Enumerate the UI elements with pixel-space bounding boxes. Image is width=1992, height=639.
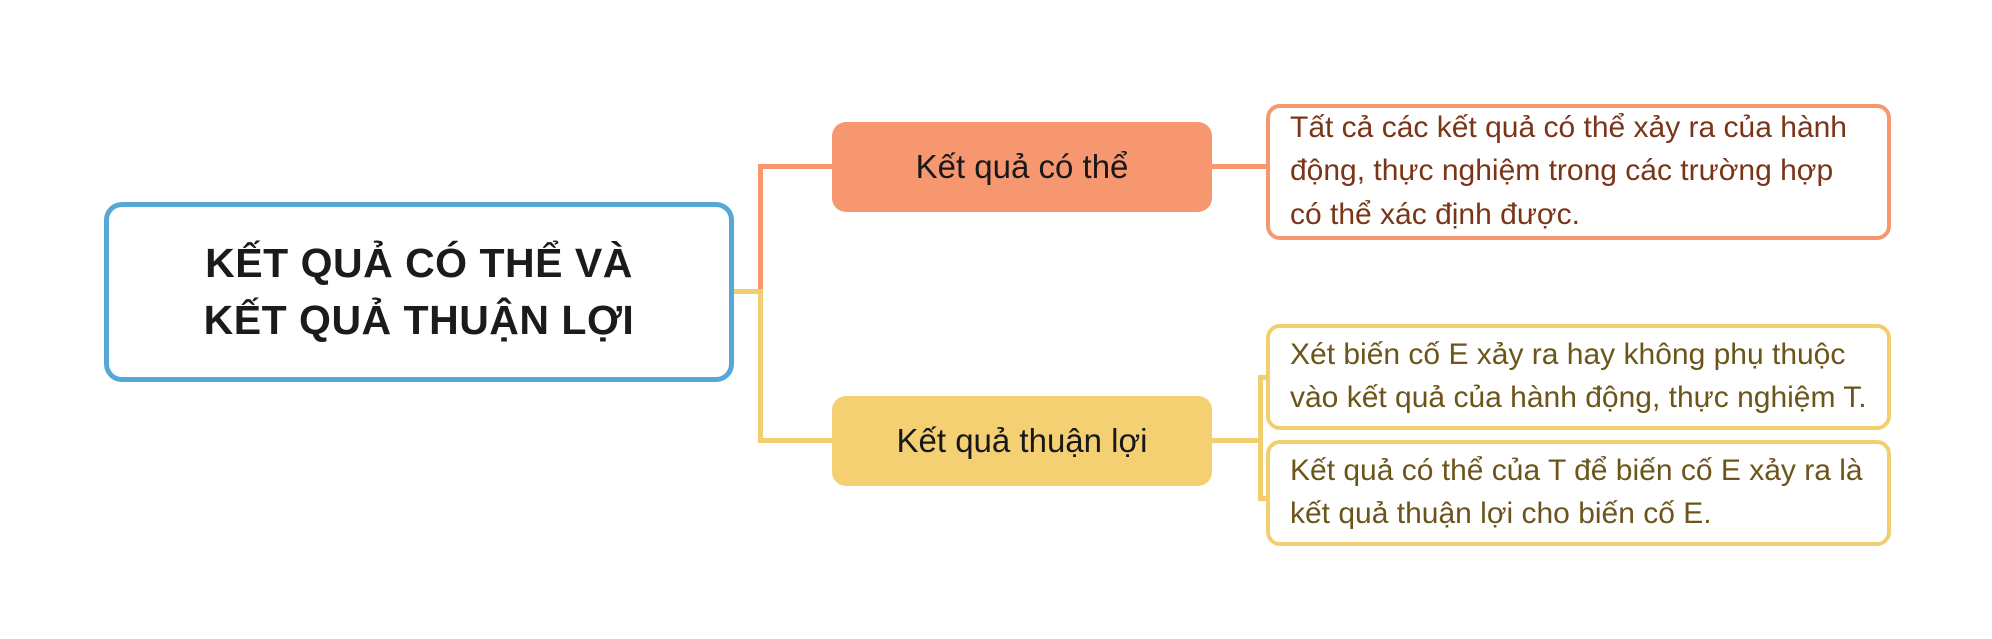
connector-orange-branch-link [758,164,836,169]
connector-orange-spine [758,166,763,292]
leaf-card-ket-qua-thuan-loi-1[interactable]: Xét biến cố E xảy ra hay không phụ thuộc… [1266,324,1891,430]
connector-yellow-branch-link [758,438,836,443]
branch-node-ket-qua-co-the[interactable]: Kết quả có thể [832,122,1212,212]
leaf-card-text: Xét biến cố E xảy ra hay không phụ thuộc… [1290,337,1867,414]
leaf-card-ket-qua-co-the-1[interactable]: Tất cả các kết quả có thể xảy ra của hàn… [1266,104,1891,240]
branch-node-label: Kết quả có thể [915,148,1129,186]
branch-node-label: Kết quả thuận lợi [896,422,1148,460]
connector-yellow-stub [734,289,762,294]
root-node-title: KẾT QUẢ CÓ THỂ VÀ KẾT QUẢ THUẬN LỢI [203,240,635,343]
connector-orange-leaf-link [1208,164,1270,169]
leaf-card-ket-qua-thuan-loi-2[interactable]: Kết quả có thể của T để biến cố E xảy ra… [1266,440,1891,546]
root-node[interactable]: KẾT QUẢ CÓ THỂ VÀ KẾT QUẢ THUẬN LỢI [104,202,734,382]
connector-yellow-leaf-spine [1258,375,1263,501]
leaf-card-text: Tất cả các kết quả có thể xảy ra của hàn… [1290,111,1847,231]
connector-yellow-spine [758,289,763,442]
leaf-card-text: Kết quả có thể của T để biến cố E xảy ra… [1290,453,1863,530]
connector-yellow-leaf-stub [1208,438,1260,443]
branch-node-ket-qua-thuan-loi[interactable]: Kết quả thuận lợi [832,396,1212,486]
